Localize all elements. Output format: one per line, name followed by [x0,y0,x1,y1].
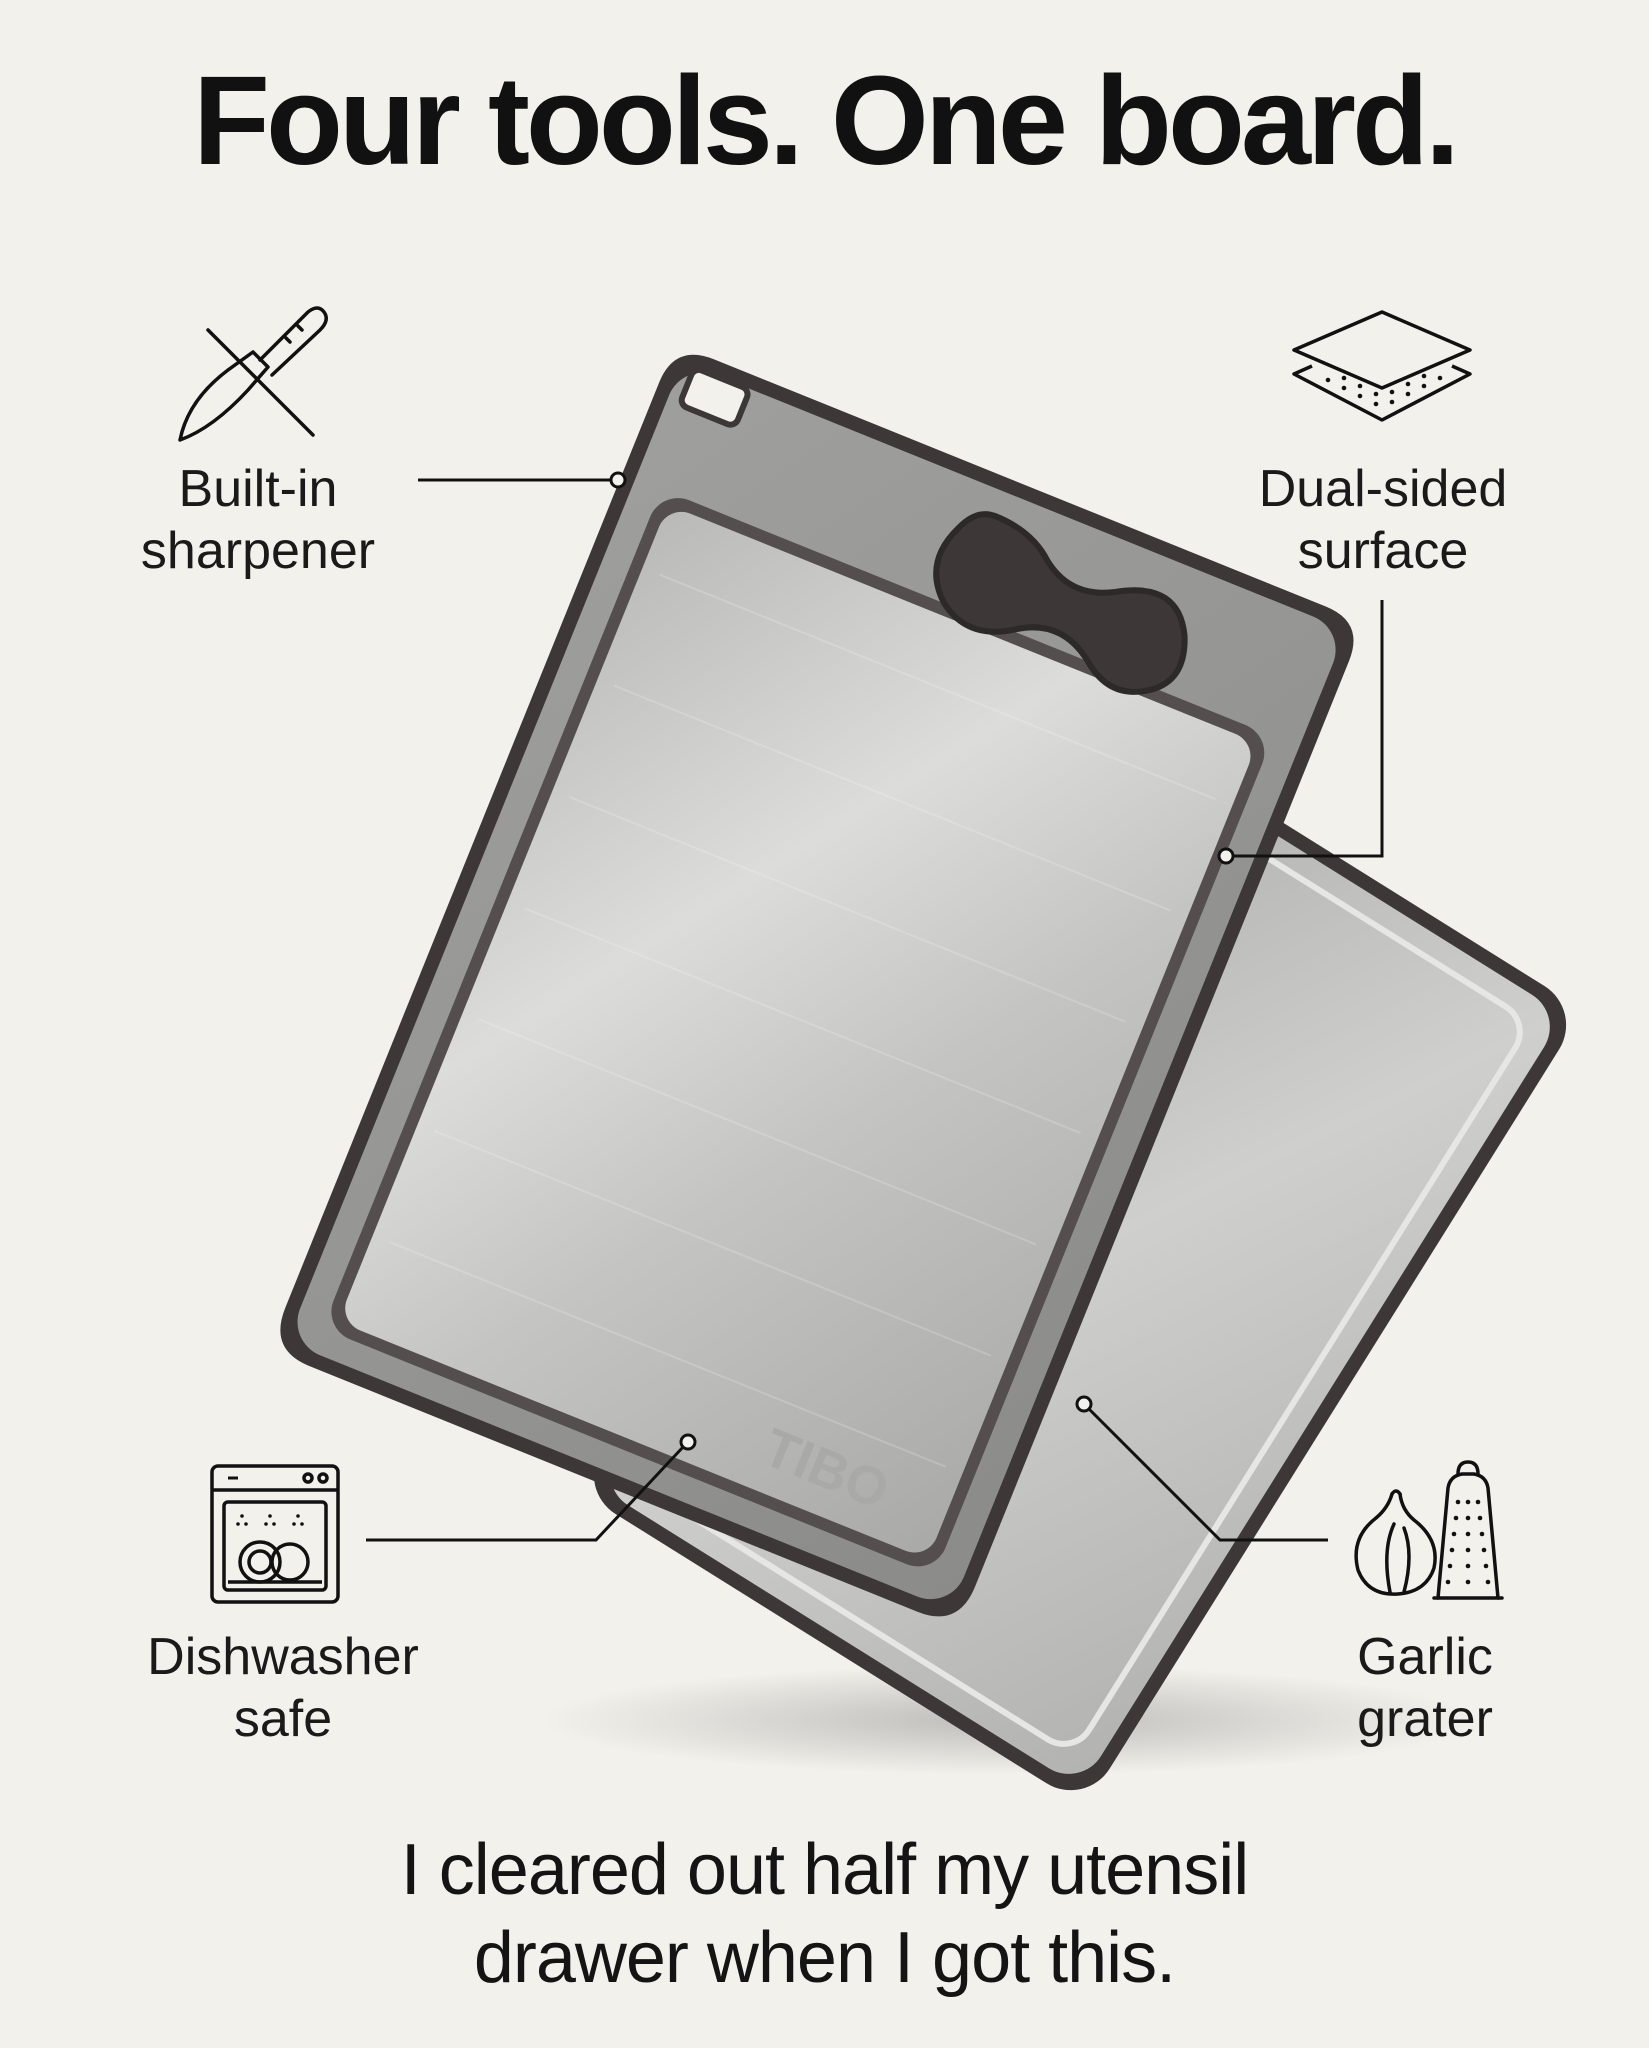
testimonial-caption: I cleared out half my utensil drawer whe… [400,1830,1249,1998]
callout-sharpener [418,471,627,489]
callout-dual [1217,600,1384,865]
knife-icon [178,306,328,442]
callout-dishwasher [366,1433,697,1542]
headline: Four tools. One board. [193,50,1460,191]
feature-sharpener-label: Built-in sharpener [140,460,376,580]
callout-garlic [1075,1395,1328,1542]
handle-cutout [933,511,1188,695]
garlic-grater-icon [1354,1460,1504,1600]
feature-dual-sided-label: Dual-sided surface [1258,460,1508,580]
front-board: TIBO [280,354,1354,1617]
sharpener-slot [678,366,751,428]
feature-garlic-grater-label: Garlic grater [1357,1628,1493,1748]
dishwasher-icon [210,1464,340,1604]
feature-dishwasher-label: Dishwasher safe [147,1628,419,1748]
layers-icon [1292,310,1472,422]
